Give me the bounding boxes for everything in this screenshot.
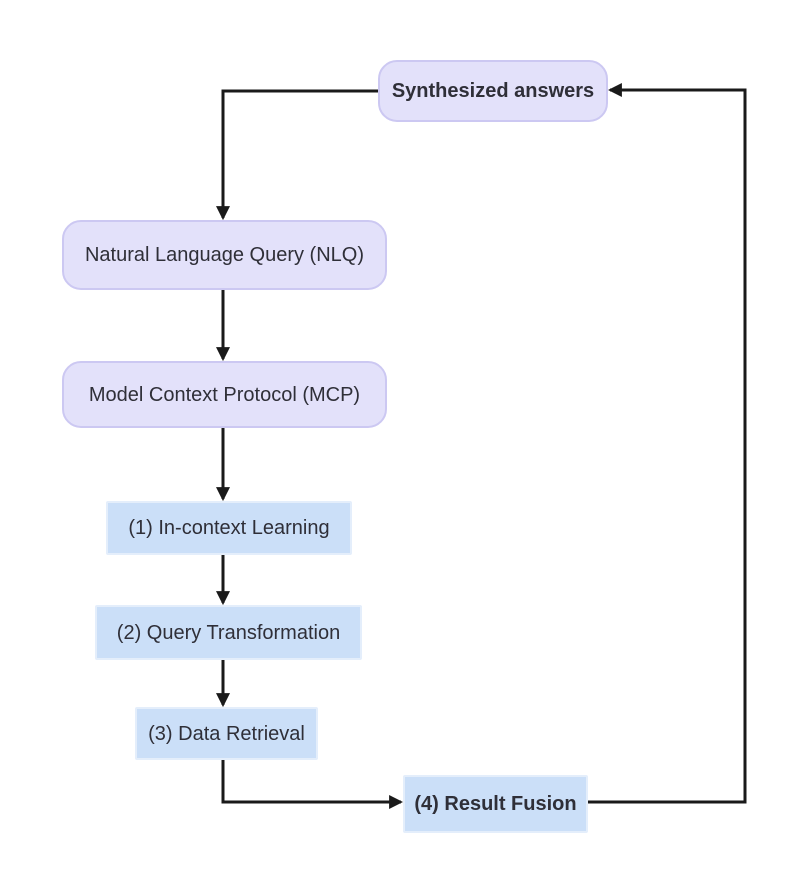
node-step-2-query-transformation: (2) Query Transformation	[95, 605, 362, 660]
arrow-step3-to-step4	[221, 758, 404, 809]
node-step-3-data-retrieval: (3) Data Retrieval	[135, 707, 318, 760]
node-synthesized-answers: Synthesized answers	[378, 60, 608, 122]
node-step-1-in-context-learning: (1) In-context Learning	[106, 501, 352, 555]
arrow-step4-to-synthesized	[586, 83, 747, 804]
node-step-4-result-fusion: (4) Result Fusion	[403, 775, 588, 833]
node-model-context-protocol: Model Context Protocol (MCP)	[62, 361, 387, 428]
node-natural-language-query: Natural Language Query (NLQ)	[62, 220, 387, 290]
arrow-synthesized-to-nlq	[216, 89, 380, 221]
